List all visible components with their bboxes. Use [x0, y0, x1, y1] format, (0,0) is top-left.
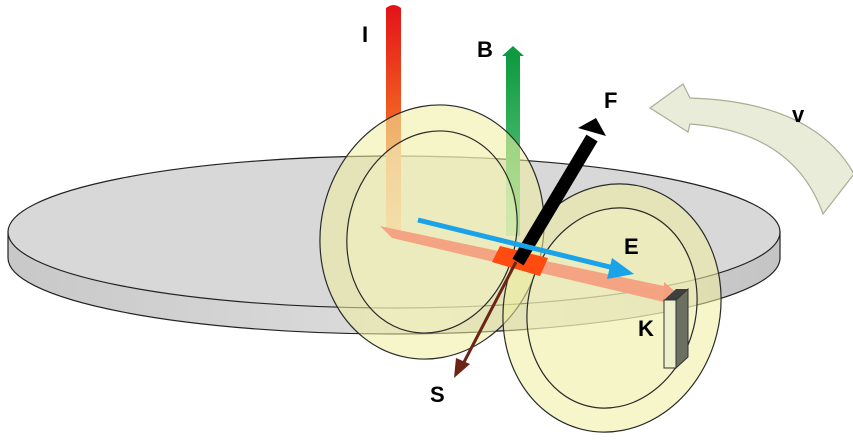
label-I: I	[362, 22, 368, 47]
S-arrow	[454, 261, 518, 378]
label-B: B	[477, 37, 493, 62]
curved-arrow-icon	[648, 83, 853, 216]
label-S: S	[430, 382, 445, 407]
label-K: K	[638, 316, 654, 341]
label-v: v	[792, 102, 805, 127]
force-F-arrow	[512, 118, 606, 266]
contact-K	[663, 287, 689, 370]
label-E: E	[624, 234, 639, 259]
electric-field-E-arrow	[417, 217, 634, 279]
label-F: F	[604, 88, 617, 113]
